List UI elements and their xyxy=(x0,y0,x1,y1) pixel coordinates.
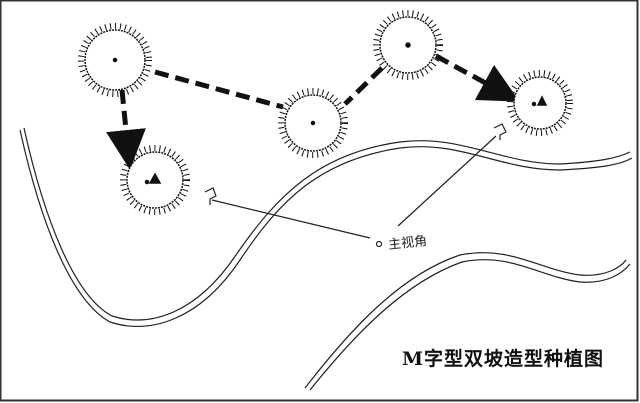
viewpoint-marker xyxy=(493,123,507,140)
path-segment xyxy=(434,53,520,102)
tree-3 xyxy=(278,88,348,158)
viewpoint-label: 主视角 xyxy=(387,233,428,253)
slope-line-2 xyxy=(304,252,631,391)
viewpoint-dot xyxy=(375,240,383,248)
path-segment xyxy=(343,66,384,106)
sightlines xyxy=(204,123,507,248)
path-segment xyxy=(154,69,284,110)
tree-2 xyxy=(373,10,443,80)
diagram-caption: M字型双坡造型种植图 xyxy=(402,348,605,370)
path-segment xyxy=(106,89,146,170)
tree-4 xyxy=(507,70,573,136)
planting-path xyxy=(106,53,520,170)
tree-5 xyxy=(120,145,190,215)
viewpoint-marker xyxy=(204,187,217,205)
tree-1 xyxy=(78,23,152,97)
slope-line-1 xyxy=(19,127,633,327)
